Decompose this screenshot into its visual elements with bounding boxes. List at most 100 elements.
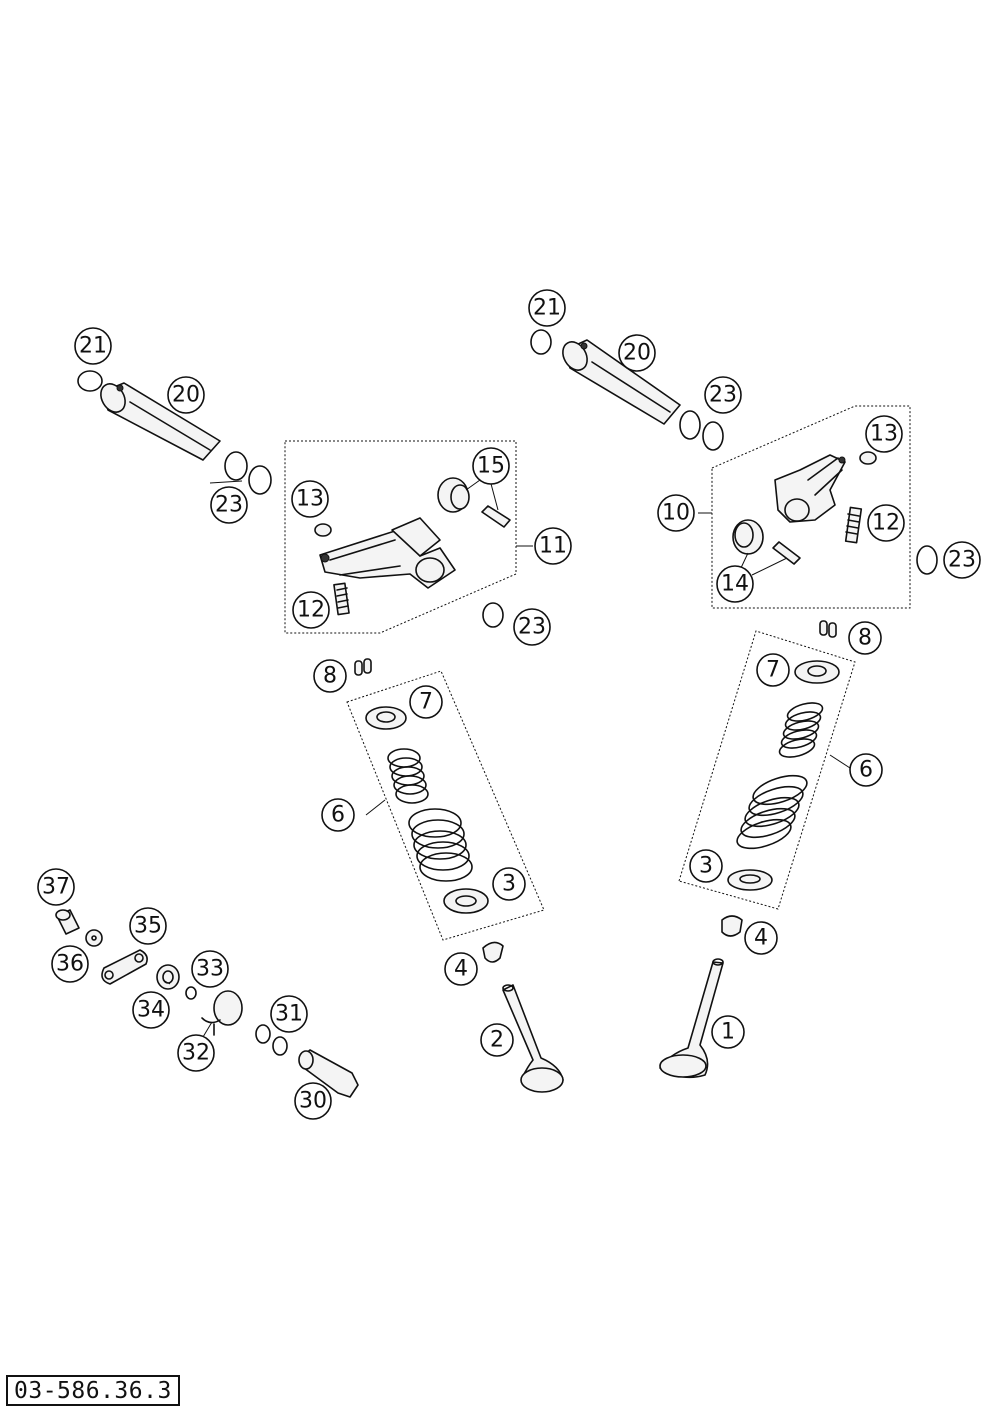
svg-text:32: 32 [182, 1041, 210, 1066]
svg-text:20: 20 [623, 341, 651, 366]
callout-3-left: 3 [492, 867, 526, 901]
svg-text:21: 21 [79, 334, 107, 359]
callout-11: 11 [534, 527, 572, 565]
shim-ring-left-a [224, 451, 248, 481]
svg-text:23: 23 [709, 383, 737, 408]
svg-text:8: 8 [858, 626, 872, 651]
svg-text:30: 30 [299, 1089, 327, 1114]
callout-23-left-top: 23 [210, 486, 248, 524]
callout-8-left: 8 [313, 659, 347, 693]
o-ring-right [530, 329, 552, 355]
plug-screw [55, 909, 80, 935]
spring-retainer-left [365, 706, 407, 730]
shim-ring-right-a [679, 410, 701, 440]
o-ring-left [77, 370, 103, 392]
rocker-arm-left [319, 517, 456, 589]
callout-7-right: 7 [756, 653, 790, 687]
callout-6-left: 6 [321, 798, 355, 832]
callout-4-left: 4 [444, 952, 478, 986]
svg-text:6: 6 [859, 758, 873, 783]
svg-text:15: 15 [477, 454, 505, 479]
callout-13-right: 13 [865, 415, 903, 453]
callout-20-left: 20 [167, 376, 205, 414]
decompressor-shaft [298, 1049, 359, 1098]
valve-stem-seal-right [721, 915, 743, 937]
callout-12-left: 12 [292, 591, 330, 629]
callout-4-right: 4 [744, 921, 778, 955]
valve-spring-outer-left [408, 808, 473, 882]
washer-36 [85, 929, 103, 947]
lock-nut-right [859, 451, 877, 465]
svg-text:4: 4 [454, 957, 468, 982]
svg-text:20: 20 [172, 383, 200, 408]
drawing-number-label: 03-586.36.3 [6, 1375, 180, 1406]
svg-text:12: 12 [872, 511, 900, 536]
valve-stem-seal-left [482, 941, 504, 963]
svg-text:34: 34 [137, 998, 165, 1023]
callout-36: 36 [51, 945, 89, 983]
svg-text:2: 2 [490, 1028, 504, 1053]
callout-14: 14 [716, 565, 754, 603]
svg-text:23: 23 [948, 548, 976, 573]
svg-text:1: 1 [721, 1020, 735, 1045]
callout-8-right: 8 [848, 621, 882, 655]
callout-32: 32 [177, 1034, 215, 1072]
rocker-shaft-right [562, 339, 681, 425]
valve-right [659, 958, 724, 1079]
rocker-arm-group-box-left [284, 440, 517, 634]
svg-text:33: 33 [196, 957, 224, 982]
valve-spring-inner-left [387, 748, 429, 804]
callout-2: 2 [480, 1023, 514, 1057]
shim-ring-right-c [916, 545, 938, 575]
o-ring-31a [255, 1024, 271, 1044]
svg-text:13: 13 [870, 422, 898, 447]
callout-23-left-bottom: 23 [513, 608, 551, 646]
svg-text:3: 3 [699, 854, 713, 879]
callout-21-left: 21 [74, 327, 112, 365]
svg-text:36: 36 [56, 952, 84, 977]
shim-ring-left-b [248, 465, 272, 495]
svg-text:37: 37 [42, 875, 70, 900]
callout-3-right: 3 [689, 849, 723, 883]
callout-15: 15 [472, 447, 510, 485]
callout-34: 34 [132, 991, 170, 1029]
roller-left [437, 477, 470, 513]
callout-10: 10 [657, 494, 695, 532]
callout-23-right-side: 23 [943, 541, 981, 579]
adjusting-screw-right [844, 506, 863, 544]
lock-nut-left [314, 523, 332, 537]
rocker-arm-right [774, 454, 846, 523]
adjusting-screw-left [333, 582, 350, 616]
valve-keepers-right [819, 620, 837, 638]
svg-text:7: 7 [766, 658, 780, 683]
roller-right [732, 519, 764, 555]
callout-37: 37 [37, 868, 75, 906]
svg-text:8: 8 [323, 664, 337, 689]
valve-spring-group-box-right [678, 630, 856, 910]
svg-text:6: 6 [331, 803, 345, 828]
roller-pin-left [481, 505, 511, 528]
svg-text:13: 13 [296, 487, 324, 512]
svg-text:7: 7 [419, 690, 433, 715]
svg-text:35: 35 [134, 914, 162, 939]
svg-text:31: 31 [275, 1002, 303, 1027]
callout-21-right: 21 [528, 289, 566, 327]
svg-text:23: 23 [215, 493, 243, 518]
valve-spring-group-box-left [346, 670, 545, 941]
callout-31: 31 [270, 995, 308, 1033]
callout-7-left: 7 [409, 685, 443, 719]
shim-ring-left-c [482, 602, 504, 628]
callout-20-right: 20 [618, 334, 656, 372]
valve-keepers-left [354, 658, 372, 676]
o-ring-33 [185, 986, 197, 1000]
svg-text:4: 4 [754, 926, 768, 951]
callout-30: 30 [294, 1082, 332, 1120]
svg-text:21: 21 [533, 296, 561, 321]
rocker-shaft-left [100, 382, 221, 461]
valve-spring-outer-right [736, 774, 808, 850]
svg-text:3: 3 [502, 872, 516, 897]
callout-33: 33 [191, 950, 229, 988]
callout-1: 1 [711, 1015, 745, 1049]
callout-35: 35 [129, 907, 167, 945]
